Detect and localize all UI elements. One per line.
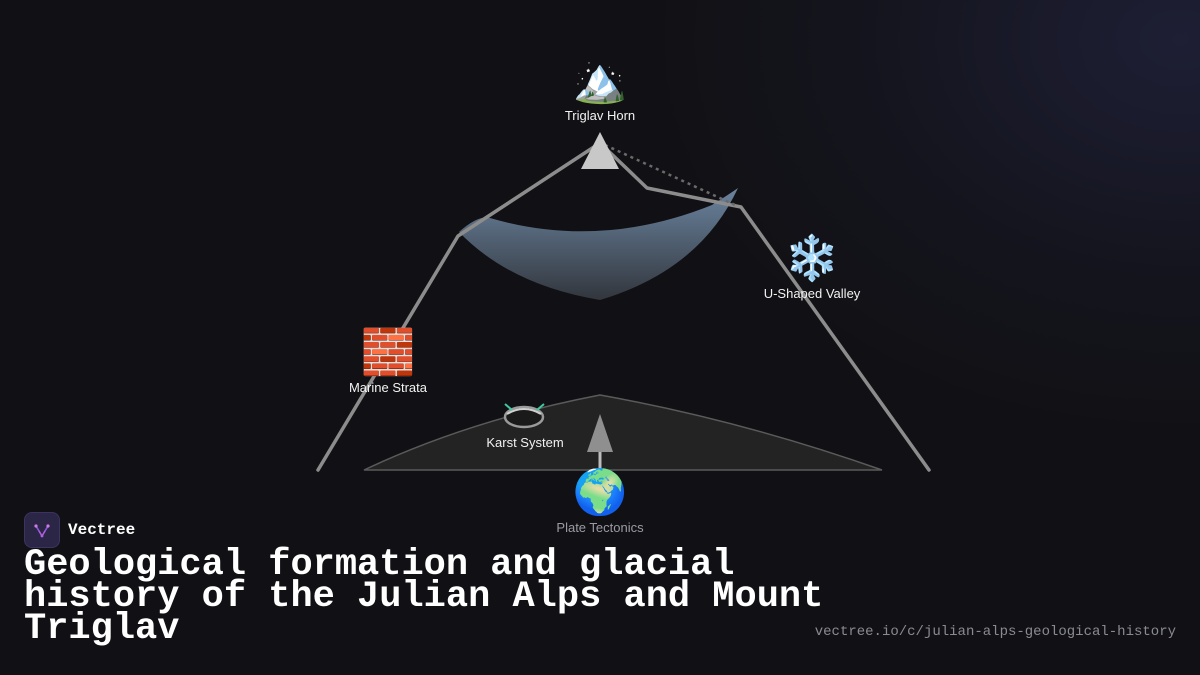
erosion-dashed-line xyxy=(604,143,736,207)
source-url[interactable]: vectree.io/c/julian-alps-geological-hist… xyxy=(814,624,1176,640)
brick-icon: 🧱 xyxy=(360,327,416,378)
glacier-cirque xyxy=(459,188,738,300)
brand[interactable]: Vectree xyxy=(24,512,135,548)
node-label: Triglav Horn xyxy=(564,108,636,123)
brand-name: Vectree xyxy=(68,521,136,539)
node-marine-strata: 🧱 Marine Strata xyxy=(348,327,428,396)
node-label: Plate Tectonics xyxy=(556,520,644,535)
mountain-outline xyxy=(316,141,931,472)
globe-icon: 🌍 xyxy=(572,467,628,518)
uplift-arrow-head xyxy=(587,414,613,452)
node-label: Karst System xyxy=(486,435,564,450)
mountain-icon: 🏔️ xyxy=(572,55,628,106)
summit-marker xyxy=(581,132,619,169)
node-karst-system: Karst System xyxy=(486,433,563,450)
page-title: Geological formation and glacial history… xyxy=(24,544,824,650)
node-label: U-Shaped Valley xyxy=(763,286,861,301)
node-plate-tectonics: 🌍 Plate Tectonics xyxy=(556,467,644,536)
node-triglav-horn: 🏔️ Triglav Horn xyxy=(564,55,636,124)
vectree-logo-icon xyxy=(24,512,60,548)
snowflake-icon: ❄️ xyxy=(784,233,840,284)
cave-icon xyxy=(503,403,545,429)
bedrock-dome xyxy=(363,394,883,471)
node-label: Marine Strata xyxy=(348,380,428,395)
node-u-shaped-valley: ❄️ U-Shaped Valley xyxy=(763,233,861,302)
